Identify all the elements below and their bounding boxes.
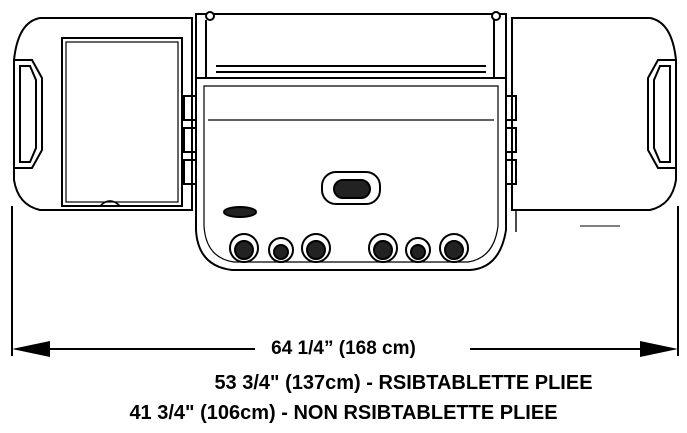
overall-width-label: 64 1/4” (168 cm) (0, 338, 687, 360)
non-rsib-width-suffix: TABLETTE PLIEE (391, 402, 558, 424)
knob-5 (405, 237, 431, 263)
width-dimension-arrow (12, 341, 678, 357)
knob-3 (301, 233, 331, 263)
right-side-shelf (511, 17, 677, 232)
non-rsib-width-prefix: 41 3/4" (106cm) - NON RSIB (129, 402, 392, 424)
rsib-width-label: 53 3/4" (137cm) - RSIBTABLETTE PLIEE (60, 372, 687, 395)
rsib-width-prefix: 53 3/4" (137cm) - RSIB (214, 372, 427, 394)
brand-badge (223, 206, 257, 218)
knob-4 (368, 233, 398, 263)
knob-2 (268, 237, 294, 263)
left-side-shelf (13, 17, 193, 211)
left-shelf-panel (61, 37, 183, 207)
grill-main-body (183, 11, 517, 271)
control-knobs (229, 233, 469, 263)
lid-thermometer (321, 171, 381, 205)
knob-6 (439, 233, 469, 263)
non-rsib-width-label: 41 3/4" (106cm) - NON RSIBTABLETTE PLIEE (0, 402, 687, 425)
knob-1 (229, 233, 259, 263)
overall-width-text: 64 1/4” (168 cm) (263, 338, 424, 360)
rsib-width-suffix: TABLETTE PLIEE (426, 372, 593, 394)
